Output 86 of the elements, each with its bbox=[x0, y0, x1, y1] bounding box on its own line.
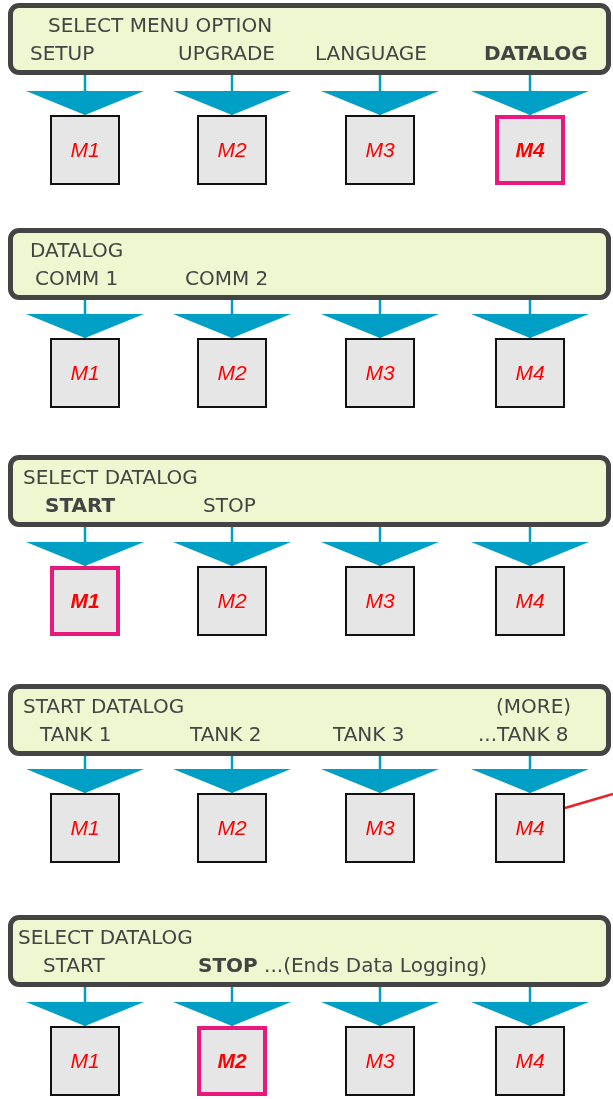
key-label: M3 bbox=[365, 361, 395, 385]
menu-option: STOP ...(Ends Data Logging) bbox=[198, 953, 487, 977]
key-label: M2 bbox=[217, 589, 247, 613]
chevron-arrow bbox=[26, 300, 144, 338]
menu-option: COMM 1 bbox=[35, 266, 119, 290]
chevron-arrow bbox=[26, 527, 144, 566]
chevron-arrow bbox=[321, 756, 439, 793]
menu-option: COMM 2 bbox=[185, 266, 269, 290]
menu-option: TANK 2 bbox=[190, 722, 262, 746]
key-label: M2 bbox=[217, 1049, 247, 1073]
function-key bbox=[50, 793, 120, 863]
function-key bbox=[345, 1026, 415, 1096]
function-key bbox=[495, 115, 565, 185]
chevron-arrow bbox=[26, 75, 144, 115]
chevron-arrow bbox=[321, 75, 439, 115]
key-label: M1 bbox=[70, 816, 100, 840]
key-label: M1 bbox=[70, 361, 100, 385]
chevron-arrow bbox=[321, 527, 439, 566]
key-label: M2 bbox=[217, 816, 247, 840]
menu-option: LANGUAGE bbox=[315, 41, 427, 65]
display-heading: DATALOG bbox=[30, 238, 124, 262]
chevron-arrow bbox=[26, 987, 144, 1026]
display-heading: START DATALOG bbox=[23, 694, 185, 718]
function-key bbox=[345, 793, 415, 863]
function-key bbox=[50, 566, 120, 636]
menu-option: STOP bbox=[203, 493, 256, 517]
lcd-display bbox=[8, 3, 611, 75]
function-key bbox=[495, 1026, 565, 1096]
chevron-arrow bbox=[173, 75, 291, 115]
function-key bbox=[495, 338, 565, 408]
menu-option: (MORE) bbox=[496, 694, 572, 718]
function-key bbox=[345, 115, 415, 185]
lcd-display bbox=[8, 455, 611, 527]
chevron-arrow bbox=[321, 987, 439, 1026]
chevron-arrow bbox=[471, 527, 589, 566]
chevron-arrow bbox=[173, 300, 291, 338]
function-key bbox=[197, 566, 267, 636]
menu-option: UPGRADE bbox=[178, 41, 275, 65]
key-label: M4 bbox=[515, 361, 545, 385]
key-label: M3 bbox=[365, 138, 395, 162]
function-key bbox=[50, 338, 120, 408]
key-label: M3 bbox=[365, 589, 395, 613]
key-label: M4 bbox=[515, 816, 545, 840]
lcd-display bbox=[8, 228, 611, 300]
function-key bbox=[345, 338, 415, 408]
key-label: M4 bbox=[515, 589, 545, 613]
menu-option: TANK 1 bbox=[40, 722, 112, 746]
chevron-arrow bbox=[173, 987, 291, 1026]
key-label: M2 bbox=[217, 138, 247, 162]
chevron-arrow bbox=[321, 300, 439, 338]
chevron-arrow bbox=[173, 527, 291, 566]
function-key bbox=[495, 566, 565, 636]
chevron-arrow bbox=[471, 75, 589, 115]
menu-option: ...TANK 8 bbox=[478, 722, 569, 746]
key-label: M4 bbox=[515, 1049, 545, 1073]
chevron-arrow bbox=[26, 756, 144, 793]
key-label: M3 bbox=[365, 816, 395, 840]
chevron-arrow bbox=[173, 756, 291, 793]
key-label: M2 bbox=[217, 361, 247, 385]
key-label: M1 bbox=[70, 138, 100, 162]
key-label: M3 bbox=[365, 1049, 395, 1073]
lcd-display bbox=[8, 915, 611, 987]
key-label: M1 bbox=[70, 589, 100, 613]
chevron-arrow bbox=[471, 756, 589, 793]
function-key bbox=[345, 566, 415, 636]
chevron-arrow bbox=[471, 300, 589, 338]
display-heading: SELECT DATALOG bbox=[18, 925, 193, 949]
function-key bbox=[197, 338, 267, 408]
function-key bbox=[50, 1026, 120, 1096]
leader-line bbox=[564, 792, 613, 810]
key-label: M1 bbox=[70, 1049, 100, 1073]
display-heading: SELECT MENU OPTION bbox=[48, 13, 273, 37]
chevron-arrow bbox=[471, 987, 589, 1026]
function-key bbox=[197, 115, 267, 185]
menu-option: START bbox=[45, 493, 116, 517]
function-key bbox=[197, 1026, 267, 1096]
lcd-display bbox=[8, 684, 611, 756]
display-heading: SELECT DATALOG bbox=[23, 465, 198, 489]
menu-option: TANK 3 bbox=[333, 722, 405, 746]
key-label: M4 bbox=[515, 138, 545, 162]
menu-option: DATALOG bbox=[484, 41, 588, 65]
function-key bbox=[197, 793, 267, 863]
menu-option: SETUP bbox=[30, 41, 95, 65]
menu-option: START bbox=[43, 953, 105, 977]
function-key bbox=[495, 793, 565, 863]
function-key bbox=[50, 115, 120, 185]
